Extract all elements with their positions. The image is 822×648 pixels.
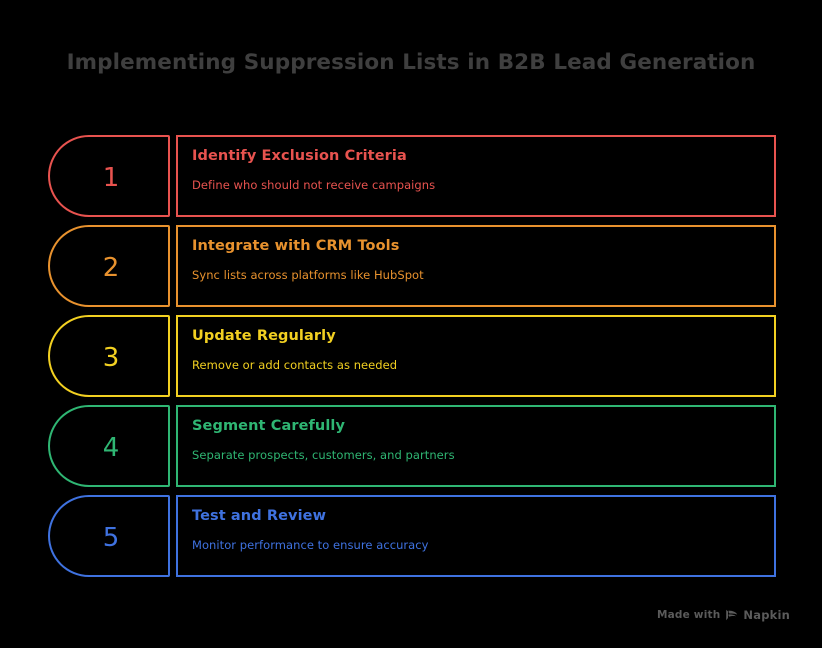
watermark-prefix: Made with [656,609,721,621]
watermark-brand: Napkin [743,608,790,622]
step-description: Monitor performance to ensure accuracy [192,537,429,552]
step-description: Remove or add contacts as needed [192,357,398,372]
list-item[interactable]: 2 Integrate with CRM Tools Sync lists ac… [48,221,776,311]
steps-list: 1 Identify Exclusion Criteria Define who… [48,131,776,581]
step-title: Update Regularly [192,328,336,344]
step-number: 2 [102,253,120,283]
step-body: Identify Exclusion Criteria Define who s… [176,135,776,217]
step-number: 3 [102,343,120,373]
step-number: 5 [102,523,120,553]
step-description: Sync lists across platforms like HubSpot [192,267,424,282]
napkin-leaf-icon [725,609,738,621]
step-badge: 3 [48,315,170,397]
watermark[interactable]: Made with Napkin [657,608,790,622]
list-item[interactable]: 1 Identify Exclusion Criteria Define who… [48,131,776,221]
step-title: Integrate with CRM Tools [192,238,400,254]
step-body: Segment Carefully Separate prospects, cu… [176,405,776,487]
list-item[interactable]: 3 Update Regularly Remove or add contact… [48,311,776,401]
step-title: Segment Carefully [192,418,346,434]
step-body: Update Regularly Remove or add contacts … [176,315,776,397]
step-title: Identify Exclusion Criteria [192,148,407,164]
step-description: Separate prospects, customers, and partn… [192,447,455,462]
list-item[interactable]: 5 Test and Review Monitor performance to… [48,491,776,581]
step-title: Test and Review [192,508,327,524]
step-number: 4 [102,433,120,463]
step-body: Integrate with CRM Tools Sync lists acro… [176,225,776,307]
step-badge: 4 [48,405,170,487]
step-body: Test and Review Monitor performance to e… [176,495,776,577]
step-badge: 2 [48,225,170,307]
step-description: Define who should not receive campaigns [192,177,436,192]
page-title: Implementing Suppression Lists in B2B Le… [66,50,756,75]
step-number: 1 [102,163,120,193]
step-badge: 1 [48,135,170,217]
step-badge: 5 [48,495,170,577]
list-item[interactable]: 4 Segment Carefully Separate prospects, … [48,401,776,491]
